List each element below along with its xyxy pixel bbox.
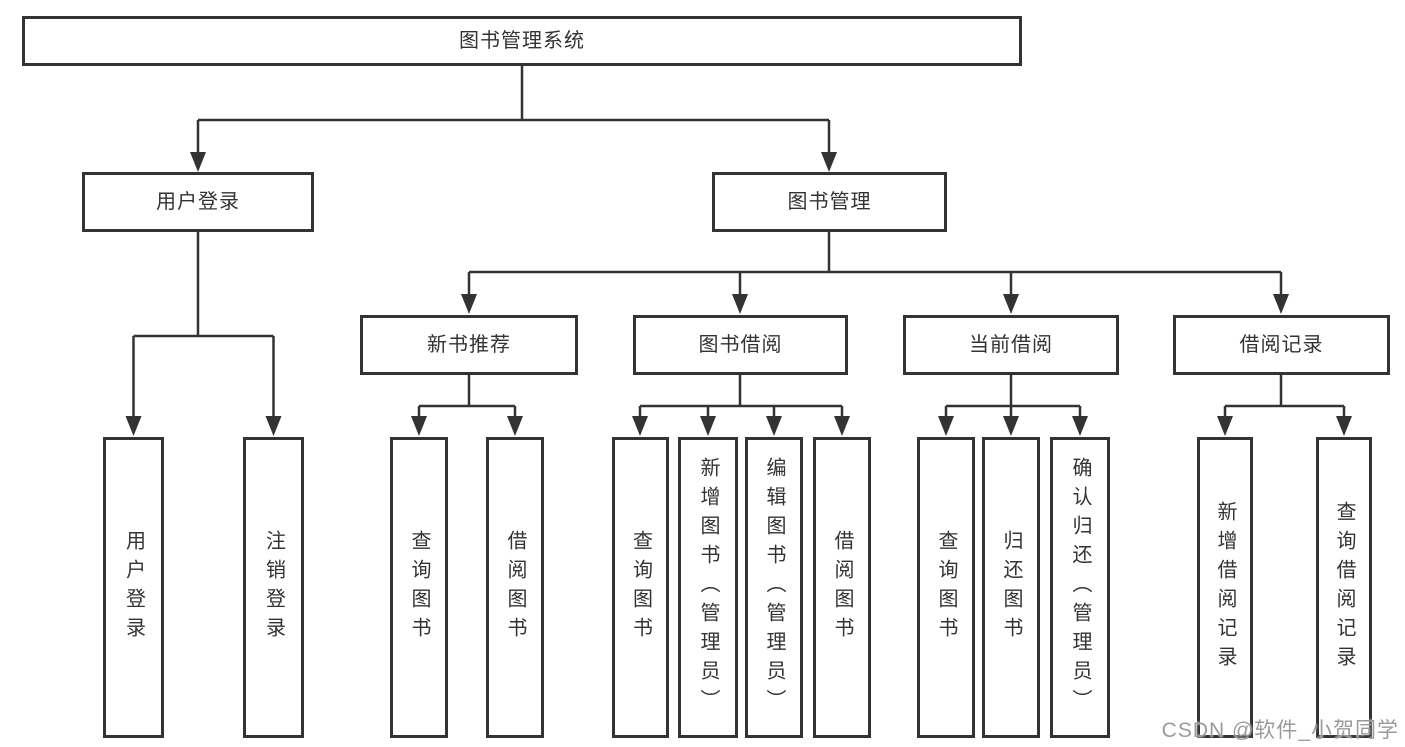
node-library-system: 图书管理系统 — [22, 16, 1022, 66]
leaf-query-books-borrow: 查询图书 — [612, 437, 669, 738]
leaf-add-borrow-record: 新增借阅记录 — [1197, 437, 1253, 738]
arrowheads — [125, 152, 1352, 436]
node-user-login: 用户登录 — [82, 172, 314, 232]
leaf-logout: 注销登录 — [243, 437, 304, 738]
node-new-book-recommend: 新书推荐 — [360, 315, 578, 375]
leaf-return-books: 归还图书 — [982, 437, 1040, 738]
node-book-borrowing: 图书借阅 — [633, 315, 848, 375]
leaf-borrow-books-recommend: 借阅图书 — [486, 437, 544, 738]
csdn-watermark: CSDN @软件_小贺同学 — [1161, 719, 1399, 742]
leaf-edit-books-admin: 编辑图书（管理员） — [745, 437, 803, 738]
leaf-query-books-current: 查询图书 — [917, 437, 975, 738]
node-book-management: 图书管理 — [712, 172, 947, 232]
leaf-user-login: 用户登录 — [103, 437, 164, 738]
node-borrow-records: 借阅记录 — [1173, 315, 1390, 375]
leaf-borrow-books: 借阅图书 — [813, 437, 871, 738]
leaf-query-borrow-record: 查询借阅记录 — [1316, 437, 1372, 738]
node-current-borrowing: 当前借阅 — [903, 315, 1119, 375]
connector-path — [132, 66, 1346, 416]
leaf-query-books-recommend: 查询图书 — [390, 437, 448, 738]
leaf-confirm-return-admin: 确认归还（管理员） — [1050, 437, 1110, 738]
leaf-add-books-admin: 新增图书（管理员） — [678, 437, 738, 738]
